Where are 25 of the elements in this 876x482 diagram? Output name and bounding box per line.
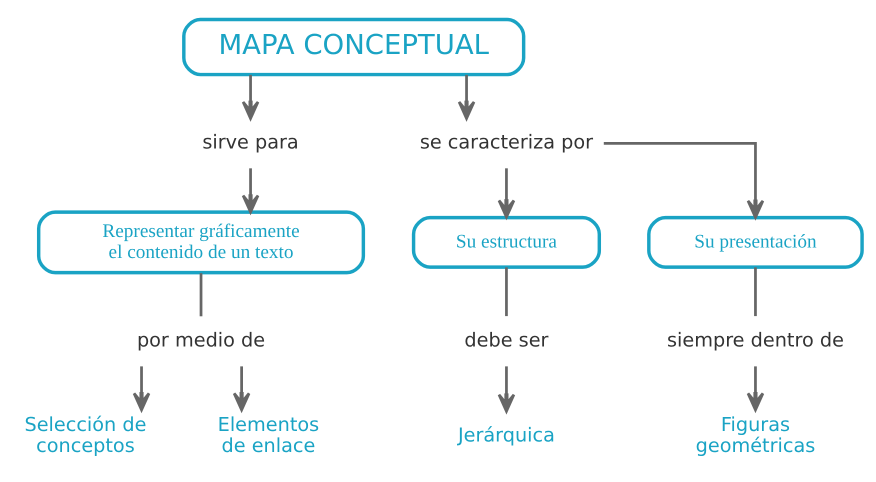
node-text: por medio de — [136, 328, 266, 352]
node-text: se caracteriza por — [420, 130, 594, 154]
node-text: Jerárquica — [458, 423, 555, 446]
arrow — [498, 168, 516, 218]
arrow — [458, 74, 476, 120]
arrow — [498, 366, 516, 413]
node-text: Elementos de enlace — [218, 413, 320, 457]
node-text: Selección de conceptos — [24, 413, 146, 457]
connector — [200, 273, 202, 316]
node-text: sirve para — [202, 130, 299, 154]
arrow — [746, 366, 764, 412]
connector — [754, 267, 757, 316]
connector — [505, 267, 508, 316]
node-box: MAPA CONCEPTUAL — [182, 18, 526, 76]
node-box: Representar gráficamente el contenido de un texto — [36, 210, 366, 274]
arrow — [132, 366, 150, 412]
node-box: Su estructura — [412, 216, 602, 269]
arrow — [232, 366, 250, 412]
arrow — [242, 168, 260, 214]
arrow — [604, 142, 764, 219]
arrow — [242, 74, 260, 120]
node-box: Su presentación — [647, 216, 864, 269]
node-text: siempre dentro de — [667, 328, 844, 352]
node-text: debe ser — [464, 328, 548, 352]
node-text: Figuras geométricas — [696, 413, 816, 457]
